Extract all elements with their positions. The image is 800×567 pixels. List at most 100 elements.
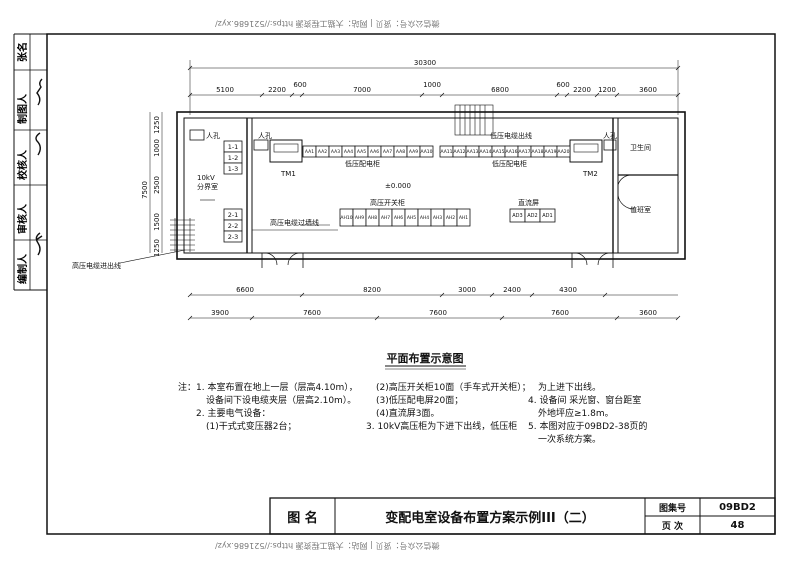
note-line: 5. 本图对应于09BD2-38页的 [528, 422, 648, 432]
dim-mid-1: 6600 [236, 286, 254, 294]
note-line: 外地坪应≥1.8m。 [538, 409, 614, 419]
dim-overall: 30300 [414, 59, 436, 67]
note-line: 2. 主要电气设备： [196, 409, 271, 419]
label-dc-screen: 直流屏 [518, 198, 539, 207]
floor-plan [119, 60, 686, 268]
dim-bot-3: 7600 [429, 309, 447, 317]
label-hv-cable-wall: 高压电缆过墙线 [270, 218, 319, 227]
lv-cabinet-label: AA17 [518, 149, 530, 155]
dim-left-1: 7500 [141, 181, 149, 199]
dim-top-7: 600 [556, 81, 569, 89]
dim-top-8: 2200 [573, 86, 591, 94]
note-line: (1)干式式变压器2台； [206, 422, 297, 432]
label-manhole-mid: 人孔 [258, 132, 272, 140]
dim-left-4: 2500 [153, 176, 161, 194]
figure-title: 平面布置示意图 [387, 351, 464, 365]
left-cabinet-group: 1-11-21-32-12-22-3 [223, 140, 243, 243]
page-label: 页 次 [661, 521, 684, 532]
lv-cabinet-label: AA14 [479, 149, 491, 155]
dim-top-9: 1200 [598, 86, 616, 94]
lv-cabinet-label: AA13 [466, 149, 478, 155]
label-tm2: TM2 [582, 170, 598, 178]
hv-cabinet-box [456, 208, 471, 227]
label-manhole-right: 人孔 [603, 132, 617, 140]
dim-top-10: 3600 [639, 86, 657, 94]
notes-col-1: 注：1. 本室布置在地上一层（层高4.10m）， 设备间下设电缆夹层（层高2.1… [178, 382, 358, 434]
note-line: (2)高压开关柜10面（手车式开关柜）； [376, 383, 531, 393]
left-cabinet-label: 1-3 [228, 165, 239, 173]
dim-mid-4: 2400 [503, 286, 521, 294]
dimension-ticks [187, 65, 681, 321]
watermark-top: 微信公众号：贤贝 | 网站：大猫工程资源 https://521686.xyz/ [215, 19, 440, 28]
hv-cabinet-label: AH1 [459, 215, 468, 221]
note-line: 一次系统方案。 [538, 435, 602, 445]
label-lv-cabinet-2: 低压配电柜 [492, 159, 527, 168]
lv-cabinet-label: AA11 [440, 149, 452, 155]
strip-drafter: 制图人 [16, 93, 29, 124]
hv-cabinet-label: AH10 [340, 215, 352, 221]
left-cabinet-label: 2-1 [228, 211, 239, 219]
label-tm1: TM1 [280, 170, 296, 178]
hv-cabinet-label: AH7 [381, 215, 390, 221]
dim-top-2: 2200 [268, 86, 286, 94]
lv-cabinet-label: AA5 [357, 149, 366, 155]
lv-cabinet-label: AA15 [492, 149, 504, 155]
dim-left-2: 1000 [153, 139, 161, 157]
left-cabinet-label: 2-2 [228, 222, 239, 230]
lv-cabinet-label: AA16 [505, 149, 517, 155]
left-cabinet-label: 2-3 [228, 233, 239, 241]
watermark-bottom: 微信公众号：贤贝 | 网站：大猫工程资源 https://521686.xyz/ [215, 541, 440, 550]
atlas-label: 图集号 [658, 503, 686, 514]
dim-bot-5: 3600 [639, 309, 657, 317]
strip-compiler: 编制人 [16, 253, 29, 284]
dc-screen-box [539, 208, 556, 223]
label-lv-outgoing: 低压电缆出线 [490, 131, 532, 140]
hv-cabinet-label: AH2 [446, 215, 455, 221]
note-line: 设备间下设电缆夹层（层高2.10m）。 [206, 396, 357, 406]
lv-cabinet-label: AA19 [544, 149, 556, 155]
signature-marks [35, 78, 43, 256]
label-manhole-left: 人孔 [206, 132, 220, 140]
lv-cabinet-label: AA8 [396, 149, 405, 155]
note-line: 为上进下出线。 [538, 383, 602, 393]
lv-cabinet-label: AA1 [305, 149, 314, 155]
notes-col-2: (2)高压开关柜10面（手车式开关柜）； (3)低压配电屏20面； (4)直流屏… [366, 382, 531, 434]
dim-left-5: 1500 [153, 213, 161, 231]
note-line: 注：1. 本室布置在地上一层（层高4.10m）， [178, 383, 358, 393]
label-hv-cabinet: 高压开关柜 [370, 198, 405, 207]
note-line: (3)低压配电屏20面； [376, 396, 464, 406]
dim-top-3: 600 [293, 81, 306, 89]
left-cabinet-box [223, 230, 243, 243]
dc-screen-label: AD3 [512, 213, 522, 219]
lv-cabinet-box [556, 145, 571, 158]
notes-col-3: 为上进下出线。 4. 设备间 采光窗、窗台距室 外地坪应≥1.8m。 5. 本图… [528, 382, 647, 447]
dim-bot-2: 7600 [303, 309, 321, 317]
lv-cabinet-box [419, 145, 434, 158]
room-toilet: 卫生间 [630, 143, 651, 152]
label-lv-cabinet-1: 低压配电柜 [345, 159, 380, 168]
dim-top-5: 1000 [423, 81, 441, 89]
dim-left-3: 1250 [153, 116, 161, 134]
lv-cabinet-label: AA10 [420, 149, 432, 155]
dim-top-6: 6800 [491, 86, 509, 94]
dc-screen-label: AD1 [542, 213, 552, 219]
lv-cabinet-label: AA2 [318, 149, 327, 155]
lv-cabinet-label: AA7 [383, 149, 392, 155]
lv-cabinet-label: AA4 [344, 149, 353, 155]
lv-cabinet-label: AA12 [453, 149, 465, 155]
note-line: (4)直流屏3面。 [376, 409, 440, 419]
drawing-title: 变配电室设备布置方案示例III（二） [385, 510, 595, 526]
title-name-label: 图 名 [287, 510, 318, 526]
strip-checker: 校核人 [16, 149, 29, 180]
lv-cabinet-label: AA3 [331, 149, 340, 155]
hv-cabinet-label: AH6 [394, 215, 403, 221]
dim-mid-3: 3000 [458, 286, 476, 294]
lv-cabinet-label: AA20 [557, 149, 569, 155]
dim-bot-4: 7600 [551, 309, 569, 317]
note-line: 4. 设备间 采光窗、窗台距室 [528, 396, 642, 406]
